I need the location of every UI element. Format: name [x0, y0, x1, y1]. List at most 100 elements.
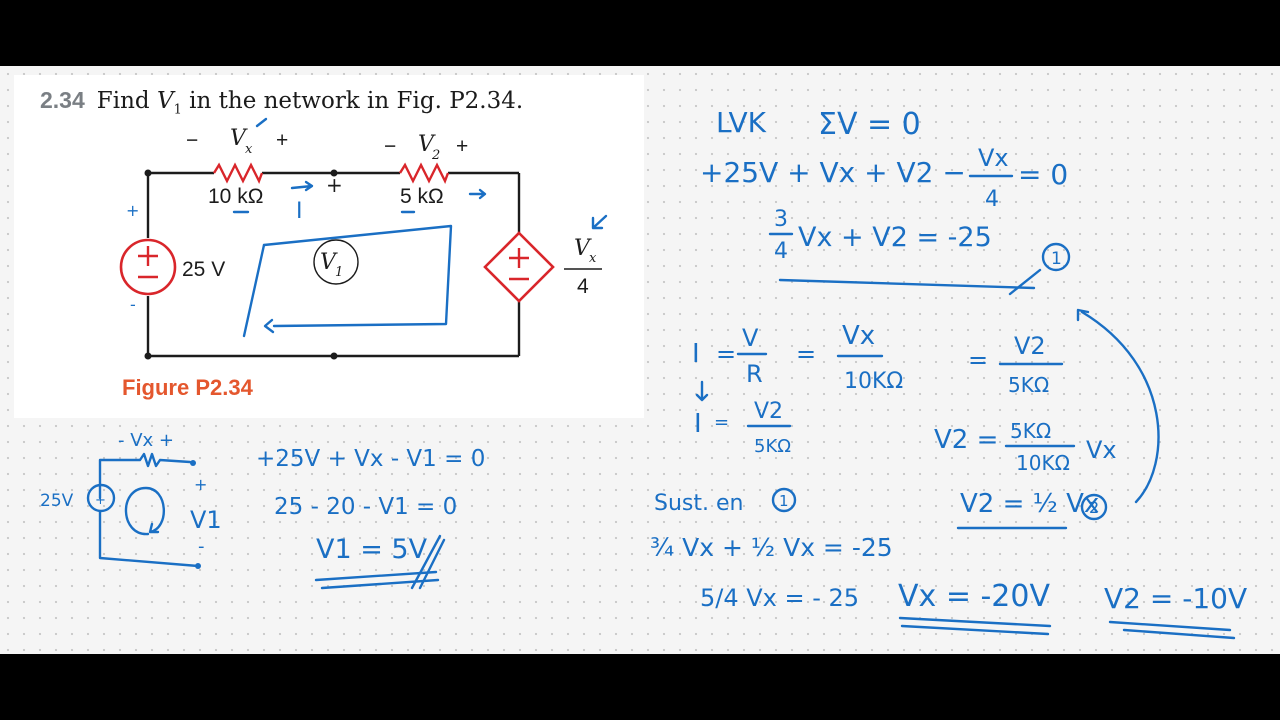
left-result: V1 = 5V: [316, 534, 428, 565]
circuit-diagram: − V x + − V 2 + 10 kΩ 5 kΩ 25 V V 1 V x …: [119, 126, 602, 400]
ohm-eq3: =: [968, 346, 988, 374]
problem-statement: 2.34 Find V1 in the network in Fig. P2.34…: [40, 87, 523, 118]
node-top-left: [144, 169, 152, 177]
v2-relation-rhs: Vx: [1086, 436, 1117, 464]
resistor-5k: [398, 162, 450, 184]
ohm-law-equations: I = V R = Vx 10KΩ = V2 5KΩ I = V2 5KΩ V2…: [692, 308, 1160, 530]
kvl-line2: +25V + Vx + V2 −: [700, 156, 966, 189]
v2-relation-num: 5KΩ: [1010, 419, 1051, 443]
ohm-r2-second: 5KΩ: [754, 436, 791, 457]
mini-bottom-wire: [98, 510, 200, 568]
v1-label: V: [320, 250, 338, 275]
r2-value: 5 kΩ: [400, 185, 444, 208]
ohm-v2: V2: [1014, 332, 1046, 360]
kvl-underline: [778, 278, 1036, 290]
kvl-slash: [1008, 268, 1042, 296]
left-result-underline: [314, 570, 440, 590]
node-bottom-middle: [330, 352, 338, 360]
r1-value: 10 kΩ: [208, 185, 263, 208]
vx-tick: [255, 117, 268, 128]
kvl-line2-frac-den: 4: [985, 187, 999, 212]
left-result-slash: [410, 534, 446, 590]
mini-node-top: [190, 460, 196, 466]
v2-relation-den: 10KΩ: [1016, 451, 1070, 475]
sust-marker-circle: [771, 487, 797, 513]
ohm-r: R: [746, 360, 763, 388]
kvl-title: LVK: [716, 106, 767, 139]
handwritten-notes: I + + - LVK ΣV = 0 +25V + Vx + V2 − Vx 4…: [40, 106, 1247, 640]
result-v2-underline: [1108, 620, 1236, 640]
mini-node-bottom: [195, 563, 201, 569]
ohm-r2: 5KΩ: [1008, 373, 1049, 397]
problem-text-after: in the network in Fig. P2.34.: [181, 88, 524, 114]
kvl-line3-frac-den: 4: [774, 239, 788, 264]
left-line1: +25V + Vx - V1 = 0: [256, 446, 485, 472]
v2-plus-sign: +: [456, 135, 468, 158]
vx-label-sub: x: [245, 142, 253, 157]
problem-variable-sub: 1: [173, 102, 182, 118]
v2-label-sub: 2: [431, 148, 440, 163]
kvl-line2-end: = 0: [1018, 158, 1068, 191]
ohm-v2-second: V2: [754, 399, 783, 424]
node-plus-annotation: +: [326, 173, 343, 197]
vx-label: V: [230, 126, 248, 151]
eq1-marker-circle: [1041, 242, 1071, 272]
current-arrow-right: [468, 188, 487, 200]
back-arrow-head: [1076, 308, 1090, 322]
ohm-vx: Vx: [842, 321, 875, 351]
sust-marker: 1: [779, 492, 789, 510]
v2-label: V: [418, 132, 436, 157]
back-arrow: [1080, 310, 1160, 504]
ohm-eq2: =: [796, 340, 816, 368]
ohm-r1: 10KΩ: [844, 369, 903, 394]
dependent-voltage-source: [483, 231, 555, 303]
ohm-v: V: [742, 324, 759, 352]
ohm-I: I: [692, 339, 700, 369]
current-label: I: [296, 199, 303, 224]
mesh-loop-arrowhead: [263, 318, 275, 334]
mini-source-label: 25V: [40, 491, 74, 511]
sust-label: Sust. en: [654, 491, 743, 516]
kvl-equations: LVK ΣV = 0 +25V + Vx + V2 − Vx 4 = 0 3 4…: [700, 106, 1071, 296]
source-minus-annotation: -: [130, 295, 136, 314]
ohm-eq1: =: [716, 340, 736, 368]
dependent-numerator: V: [574, 236, 592, 261]
source-plus-annotation: +: [126, 201, 139, 220]
mini-plus: +: [194, 475, 207, 494]
eq1-marker: 1: [1051, 249, 1062, 269]
ohm-down-arrow: [695, 380, 709, 402]
problem-text-before: Find: [96, 88, 157, 114]
mesh-loop-left: [242, 243, 266, 338]
vx-minus-sign: −: [186, 129, 198, 152]
current-arrow: [290, 180, 314, 192]
voltage-source-25v: [119, 238, 177, 296]
circuit-annotations: I + + -: [126, 117, 608, 338]
dependent-numerator-sub: x: [589, 251, 597, 266]
v1-measurement-circle: [313, 239, 359, 285]
mini-source-sign: +: [95, 493, 106, 508]
v2-relation-lhs: V2 =: [934, 425, 998, 455]
v2-half-relation: V2 = ½ Vx: [960, 489, 1099, 519]
result-v2: V2 = -10V: [1104, 582, 1247, 615]
dep-arrow: [591, 214, 608, 230]
sust-line1: ¾ Vx + ½ Vx = -25: [650, 533, 893, 562]
resistor-10k: [212, 162, 264, 184]
ohm-eq4: =: [714, 412, 729, 433]
mini-minus: -: [198, 536, 205, 557]
mini-circuit: - Vx + + 25V + V1 -: [40, 430, 222, 569]
mini-vx-label: - Vx +: [118, 430, 174, 451]
vx-plus-sign: +: [276, 129, 288, 152]
mini-v1: V1: [190, 506, 222, 534]
v2-minus-sign: −: [384, 135, 396, 158]
kvl-line3: Vx + V2 = -25: [798, 222, 992, 253]
dependent-denominator: 4: [577, 275, 589, 298]
left-line2: 25 - 20 - V1 = 0: [274, 494, 457, 520]
result-vx-underline: [898, 616, 1052, 636]
source-value: 25 V: [182, 258, 225, 281]
kvl-line3-frac-num: 3: [774, 207, 788, 232]
problem-number: 2.34: [40, 87, 85, 113]
eq2-marker-circle: [1080, 493, 1108, 521]
problem-variable: V: [156, 88, 174, 114]
figure-caption: Figure P2.34: [122, 375, 254, 400]
mesh-loop-arrow: [262, 224, 453, 328]
